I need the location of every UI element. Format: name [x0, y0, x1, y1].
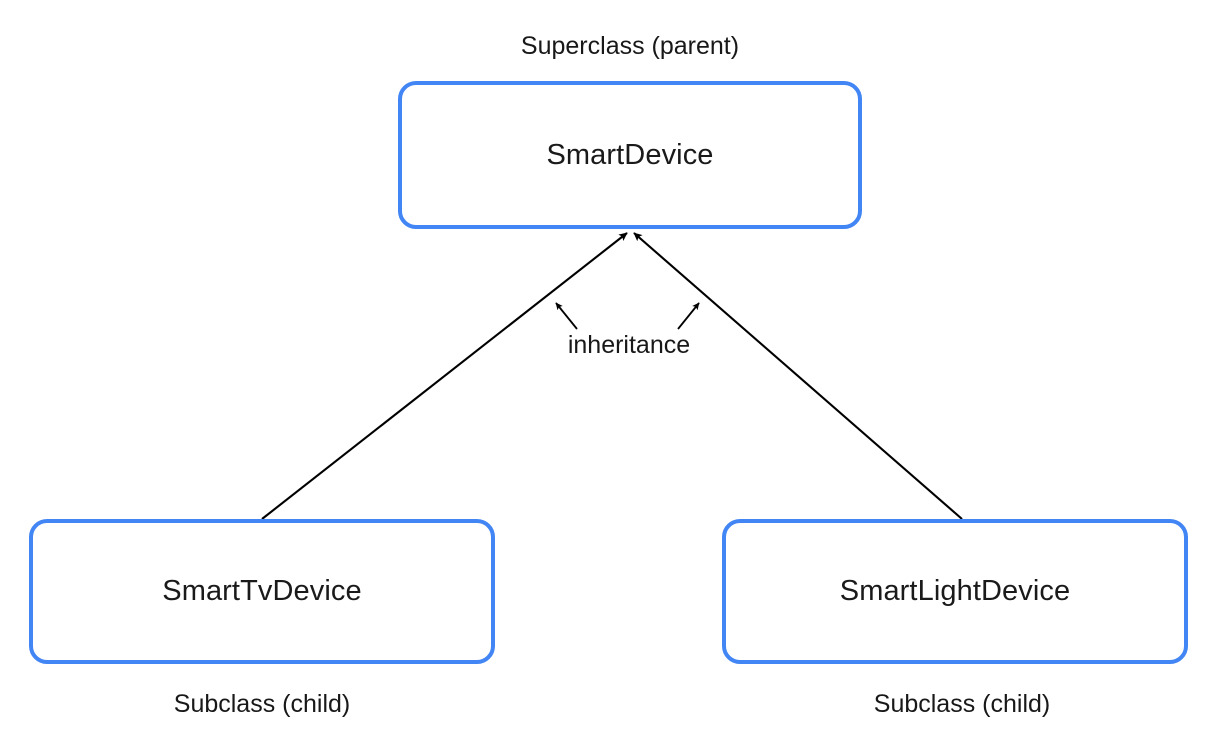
subclass-tv-caption: Subclass (child)	[173, 690, 351, 718]
edge-smarttvdevice-to-smartdevice	[261, 232, 628, 520]
inheritance-pointer-right-icon	[677, 302, 700, 330]
edge-smartlightdevice-to-smartdevice	[633, 232, 963, 520]
class-name-smartlightdevice: SmartLightDevice	[839, 575, 1071, 607]
class-box-smartdevice[interactable]: SmartDevice	[398, 81, 862, 229]
class-box-smarttvdevice[interactable]: SmartTvDevice	[29, 519, 495, 664]
class-name-smarttvdevice: SmartTvDevice	[162, 575, 362, 607]
superclass-caption: Superclass (parent)	[520, 32, 740, 60]
class-box-smartlightdevice[interactable]: SmartLightDevice	[722, 519, 1188, 664]
subclass-light-caption: Subclass (child)	[873, 690, 1051, 718]
class-name-smartdevice: SmartDevice	[546, 138, 714, 171]
inheritance-pointer-left-icon	[555, 302, 578, 330]
inheritance-label: inheritance	[567, 331, 691, 359]
